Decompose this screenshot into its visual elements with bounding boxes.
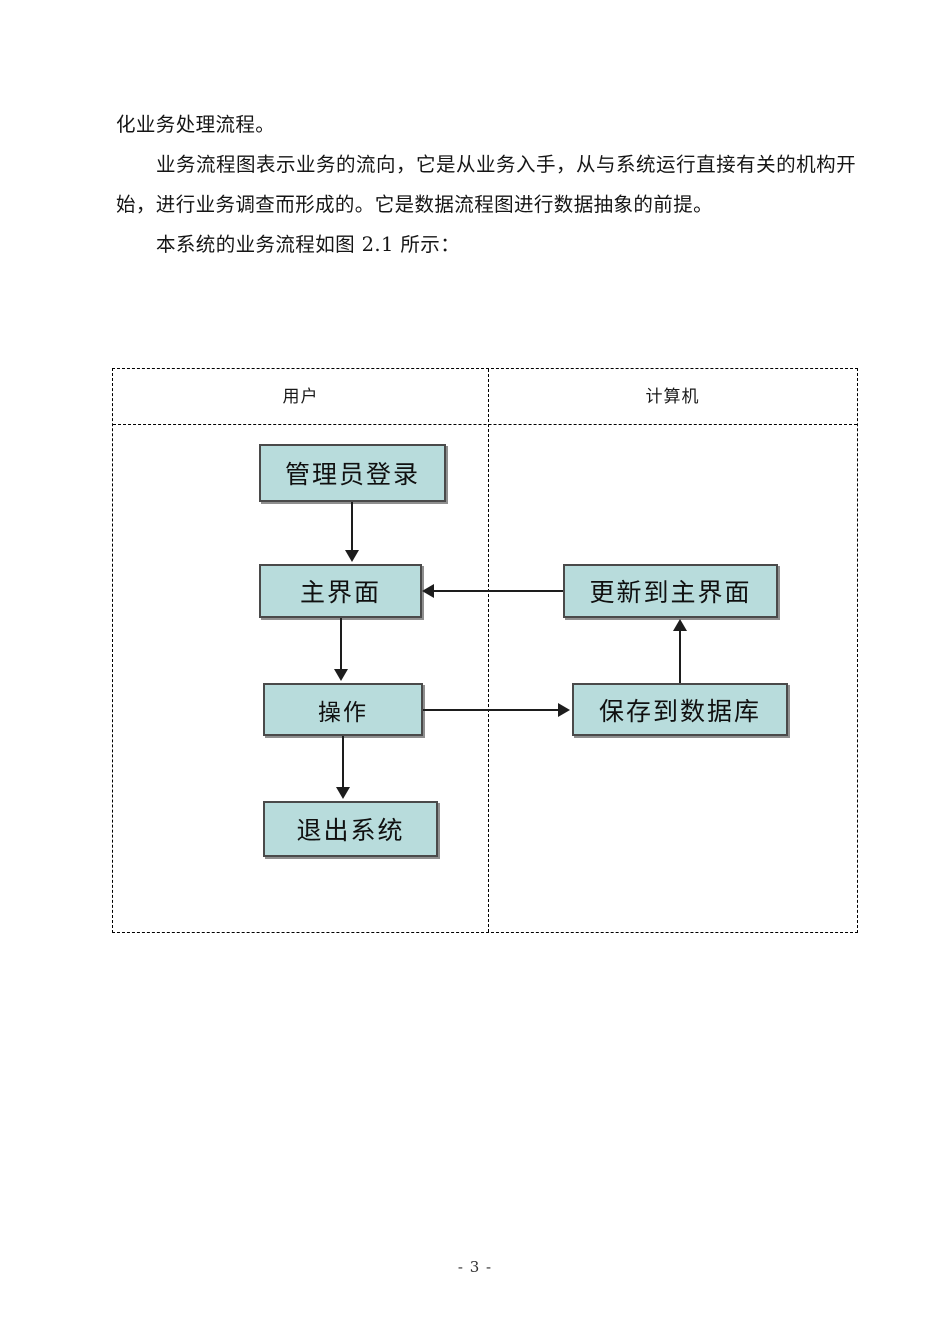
paragraph-1: 化业务处理流程。	[116, 113, 276, 136]
paragraph-2: 业务流程图表示业务的流向，它是从业务入手，从与系统运行直接有关的机构开始，进行业…	[116, 153, 856, 216]
flow-node-operation: 操作	[263, 683, 423, 736]
arrow-update-to-main-head	[422, 584, 434, 598]
arrow-operation-to-save-head	[558, 703, 570, 717]
arrow-save-to-update-line	[679, 631, 681, 683]
arrow-main-to-operation-head	[334, 669, 348, 681]
arrow-operation-to-exit-line	[342, 736, 344, 789]
flow-node-admin-login: 管理员登录	[259, 444, 446, 502]
business-flow-diagram: 用户 计算机 管理员登录 主界面 操作 退出系统 更新到主界面 保存到数据库	[112, 368, 858, 933]
flow-node-main-interface: 主界面	[259, 564, 422, 618]
paragraph-3: 本系统的业务流程如图 2.1 所示：	[156, 233, 461, 256]
header-row-divider	[113, 424, 857, 425]
flow-node-save-to-database: 保存到数据库	[572, 683, 788, 736]
page-number: - 3 -	[457, 1258, 493, 1276]
arrow-operation-to-save-line	[423, 709, 560, 711]
column-header-computer: 计算机	[645, 387, 700, 407]
arrow-main-to-operation-line	[340, 618, 342, 671]
column-divider	[488, 369, 489, 932]
flow-node-exit-system: 退出系统	[263, 801, 438, 857]
arrow-login-to-main-line	[351, 502, 353, 552]
flow-node-update-main-interface: 更新到主界面	[563, 564, 778, 618]
arrow-operation-to-exit-head	[336, 787, 350, 799]
arrow-login-to-main-head	[345, 550, 359, 562]
column-header-user: 用户	[282, 387, 319, 407]
arrow-update-to-main-line	[434, 590, 563, 592]
arrow-save-to-update-head	[673, 619, 687, 631]
